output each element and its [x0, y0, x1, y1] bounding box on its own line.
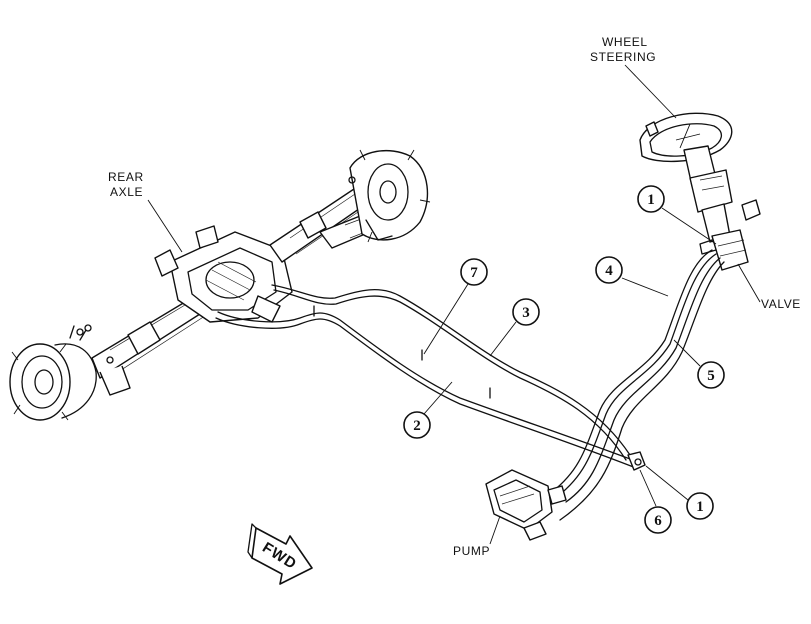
callout-2-number: 2 [413, 418, 421, 434]
axle-label: AXLE [110, 185, 143, 199]
callout-3: 3 [489, 298, 540, 357]
rear-label: REAR [108, 170, 144, 184]
valve-leader [737, 263, 761, 303]
steering-wheel-leader [624, 64, 677, 119]
callout-6-number: 6 [654, 513, 662, 529]
callout-1-bottom: 1 [645, 465, 714, 520]
callout-2: 2 [403, 381, 453, 439]
valve-label: VALVE [761, 297, 801, 311]
callout-7-number: 7 [470, 265, 478, 281]
callout-5-number: 5 [707, 368, 715, 384]
callout-1-bottom-number: 1 [696, 499, 704, 515]
hydraulic-lines [215, 249, 725, 521]
callout-4-number: 4 [605, 263, 613, 279]
steering-column [683, 145, 761, 243]
callout-1-top-number: 1 [647, 192, 655, 208]
callout-1-top: 1 [637, 185, 717, 245]
wheel-label: WHEEL [602, 35, 648, 49]
callout-3-number: 3 [522, 305, 530, 321]
right-wheel-hub [349, 149, 431, 243]
pump [485, 469, 567, 541]
rear-axle [9, 149, 431, 421]
pump-label: PUMP [453, 544, 490, 558]
rear-axle-leader [147, 199, 183, 253]
steering-valve [699, 229, 749, 271]
fwd-arrow: FWD [247, 523, 313, 585]
callout-5: 5 [673, 339, 725, 389]
pump-leader [489, 515, 501, 545]
callout-6: 6 [639, 469, 672, 534]
steering-label: STEERING [590, 50, 656, 64]
callout-7: 7 [423, 258, 488, 355]
callout-4: 4 [595, 256, 669, 297]
differential-housing [154, 225, 293, 323]
left-wheel-hub [9, 325, 97, 421]
